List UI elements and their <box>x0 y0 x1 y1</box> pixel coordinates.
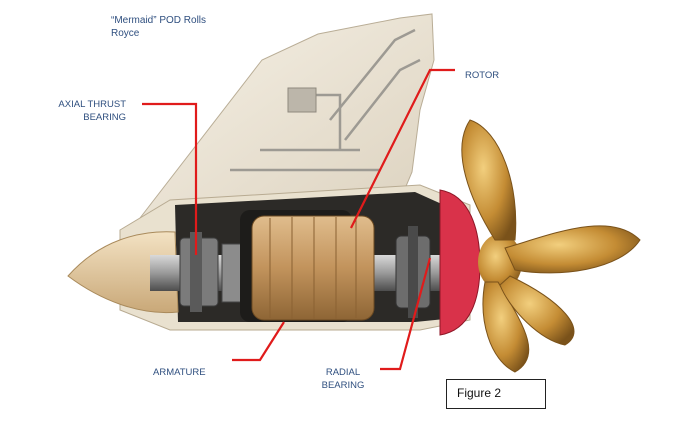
label-rotor: ROTOR <box>465 70 500 81</box>
label-axial-line-2: BEARING <box>83 112 126 123</box>
image-caption: “Mermaid” POD Rolls Royce <box>111 14 271 40</box>
label-radial-bearing: RADIAL BEARING <box>310 366 376 392</box>
radial-bearing <box>395 226 431 318</box>
leader-line-armature <box>232 321 285 362</box>
strut-junction-box <box>287 87 317 113</box>
seal-ring <box>439 189 481 336</box>
propeller <box>461 119 641 373</box>
leader-line-radial <box>380 257 432 371</box>
rotor-body <box>251 215 375 321</box>
leader-line-axial <box>142 102 198 255</box>
rotor-laminations <box>269 217 357 319</box>
label-axial-thrust-bearing: AXIAL THRUST BEARING <box>40 98 126 124</box>
caption-line-2: Royce <box>111 28 140 39</box>
leader-lines <box>142 68 455 371</box>
axial-thrust-bearing <box>179 232 245 312</box>
label-radial-line-2: BEARING <box>321 380 365 391</box>
caption-line-1: “Mermaid” POD Rolls <box>111 15 207 26</box>
label-armature: ARMATURE <box>153 367 206 378</box>
leader-line-rotor <box>350 68 455 229</box>
label-axial-line-1: AXIAL THRUST <box>58 99 126 110</box>
label-radial-line-1: RADIAL <box>325 367 361 378</box>
figure-label-box: Figure 2 <box>446 379 546 409</box>
figure-label: Figure 2 <box>457 386 502 400</box>
